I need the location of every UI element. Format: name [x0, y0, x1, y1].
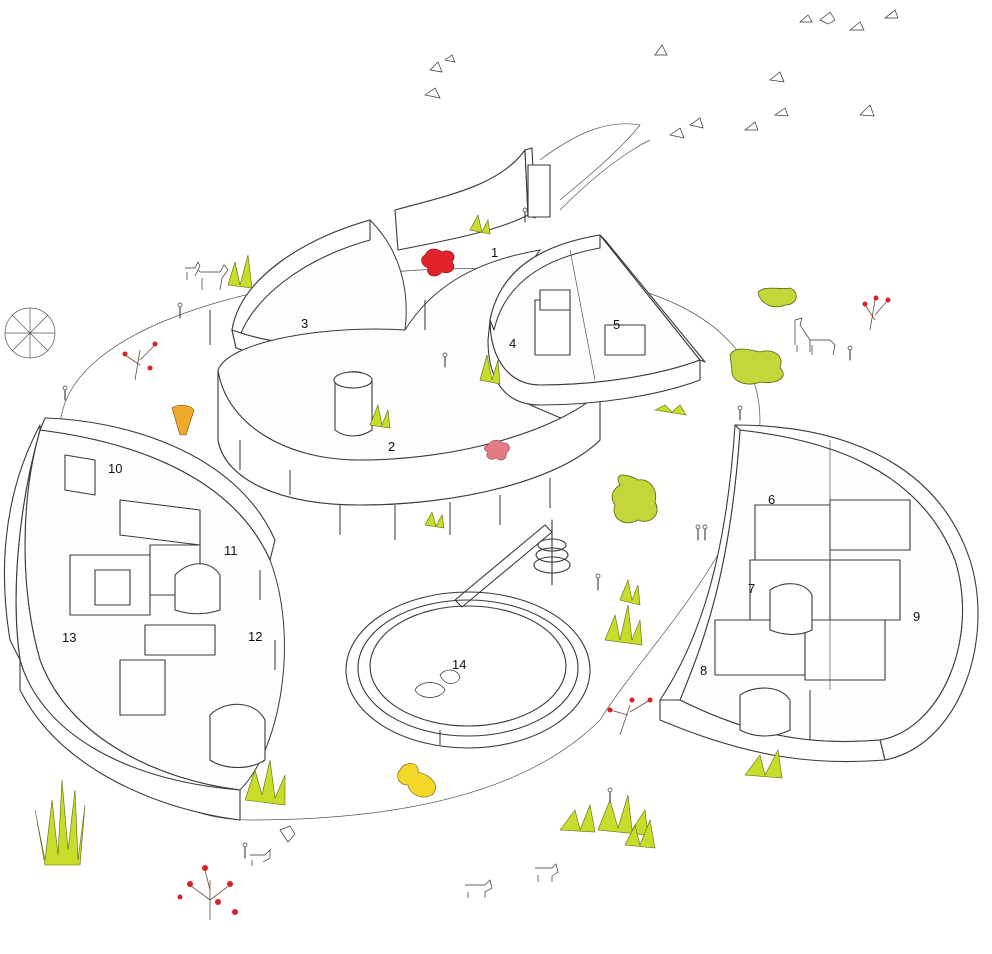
left-leaf-building	[3, 417, 285, 821]
birds	[424, 9, 899, 139]
yellow-sculpture-icon	[397, 763, 437, 798]
playground-bowl-14	[345, 519, 591, 749]
central-pavilion	[209, 147, 601, 540]
spiral-staircase-icon	[533, 519, 571, 586]
room-label-12: 12	[248, 629, 262, 644]
room-label-11: 11	[224, 543, 238, 558]
grass-tuft-icon	[34, 779, 86, 866]
animals	[185, 261, 836, 898]
room-label-13: 13	[62, 630, 76, 645]
orange-sculpture-icon	[171, 404, 195, 436]
room-label-4: 4	[509, 336, 516, 351]
room-label-14: 14	[452, 657, 466, 672]
right-leaf-building	[659, 424, 979, 763]
bird-icon	[819, 11, 836, 25]
pink-flower-icon	[484, 440, 510, 461]
ferris-wheel-icon	[4, 307, 56, 359]
giraffe-icon	[794, 317, 811, 352]
berry-bush-icon	[177, 865, 238, 920]
berry-bushes	[122, 295, 891, 920]
people	[62, 207, 853, 859]
room-label-3: 3	[301, 316, 308, 331]
red-flower-icon	[421, 248, 455, 277]
room-label-6: 6	[768, 492, 775, 507]
room-label-1: 1	[491, 245, 498, 260]
room-label-10: 10	[108, 461, 122, 476]
pavilion-4-5	[487, 234, 706, 406]
room-label-7: 7	[748, 581, 755, 596]
grass-tufts	[34, 214, 783, 866]
room-label-8: 8	[700, 663, 707, 678]
person-icon	[702, 524, 708, 541]
flowers	[171, 248, 510, 798]
room-labels: 1 2 3 4 5 6 7 8 9 10 11 12 13 14	[62, 245, 920, 678]
room-label-2: 2	[388, 439, 395, 454]
horse-icon	[195, 264, 229, 291]
cow-icon	[465, 879, 493, 898]
room-label-9: 9	[913, 609, 920, 624]
bushes	[611, 287, 797, 524]
room-label-5: 5	[613, 317, 620, 332]
